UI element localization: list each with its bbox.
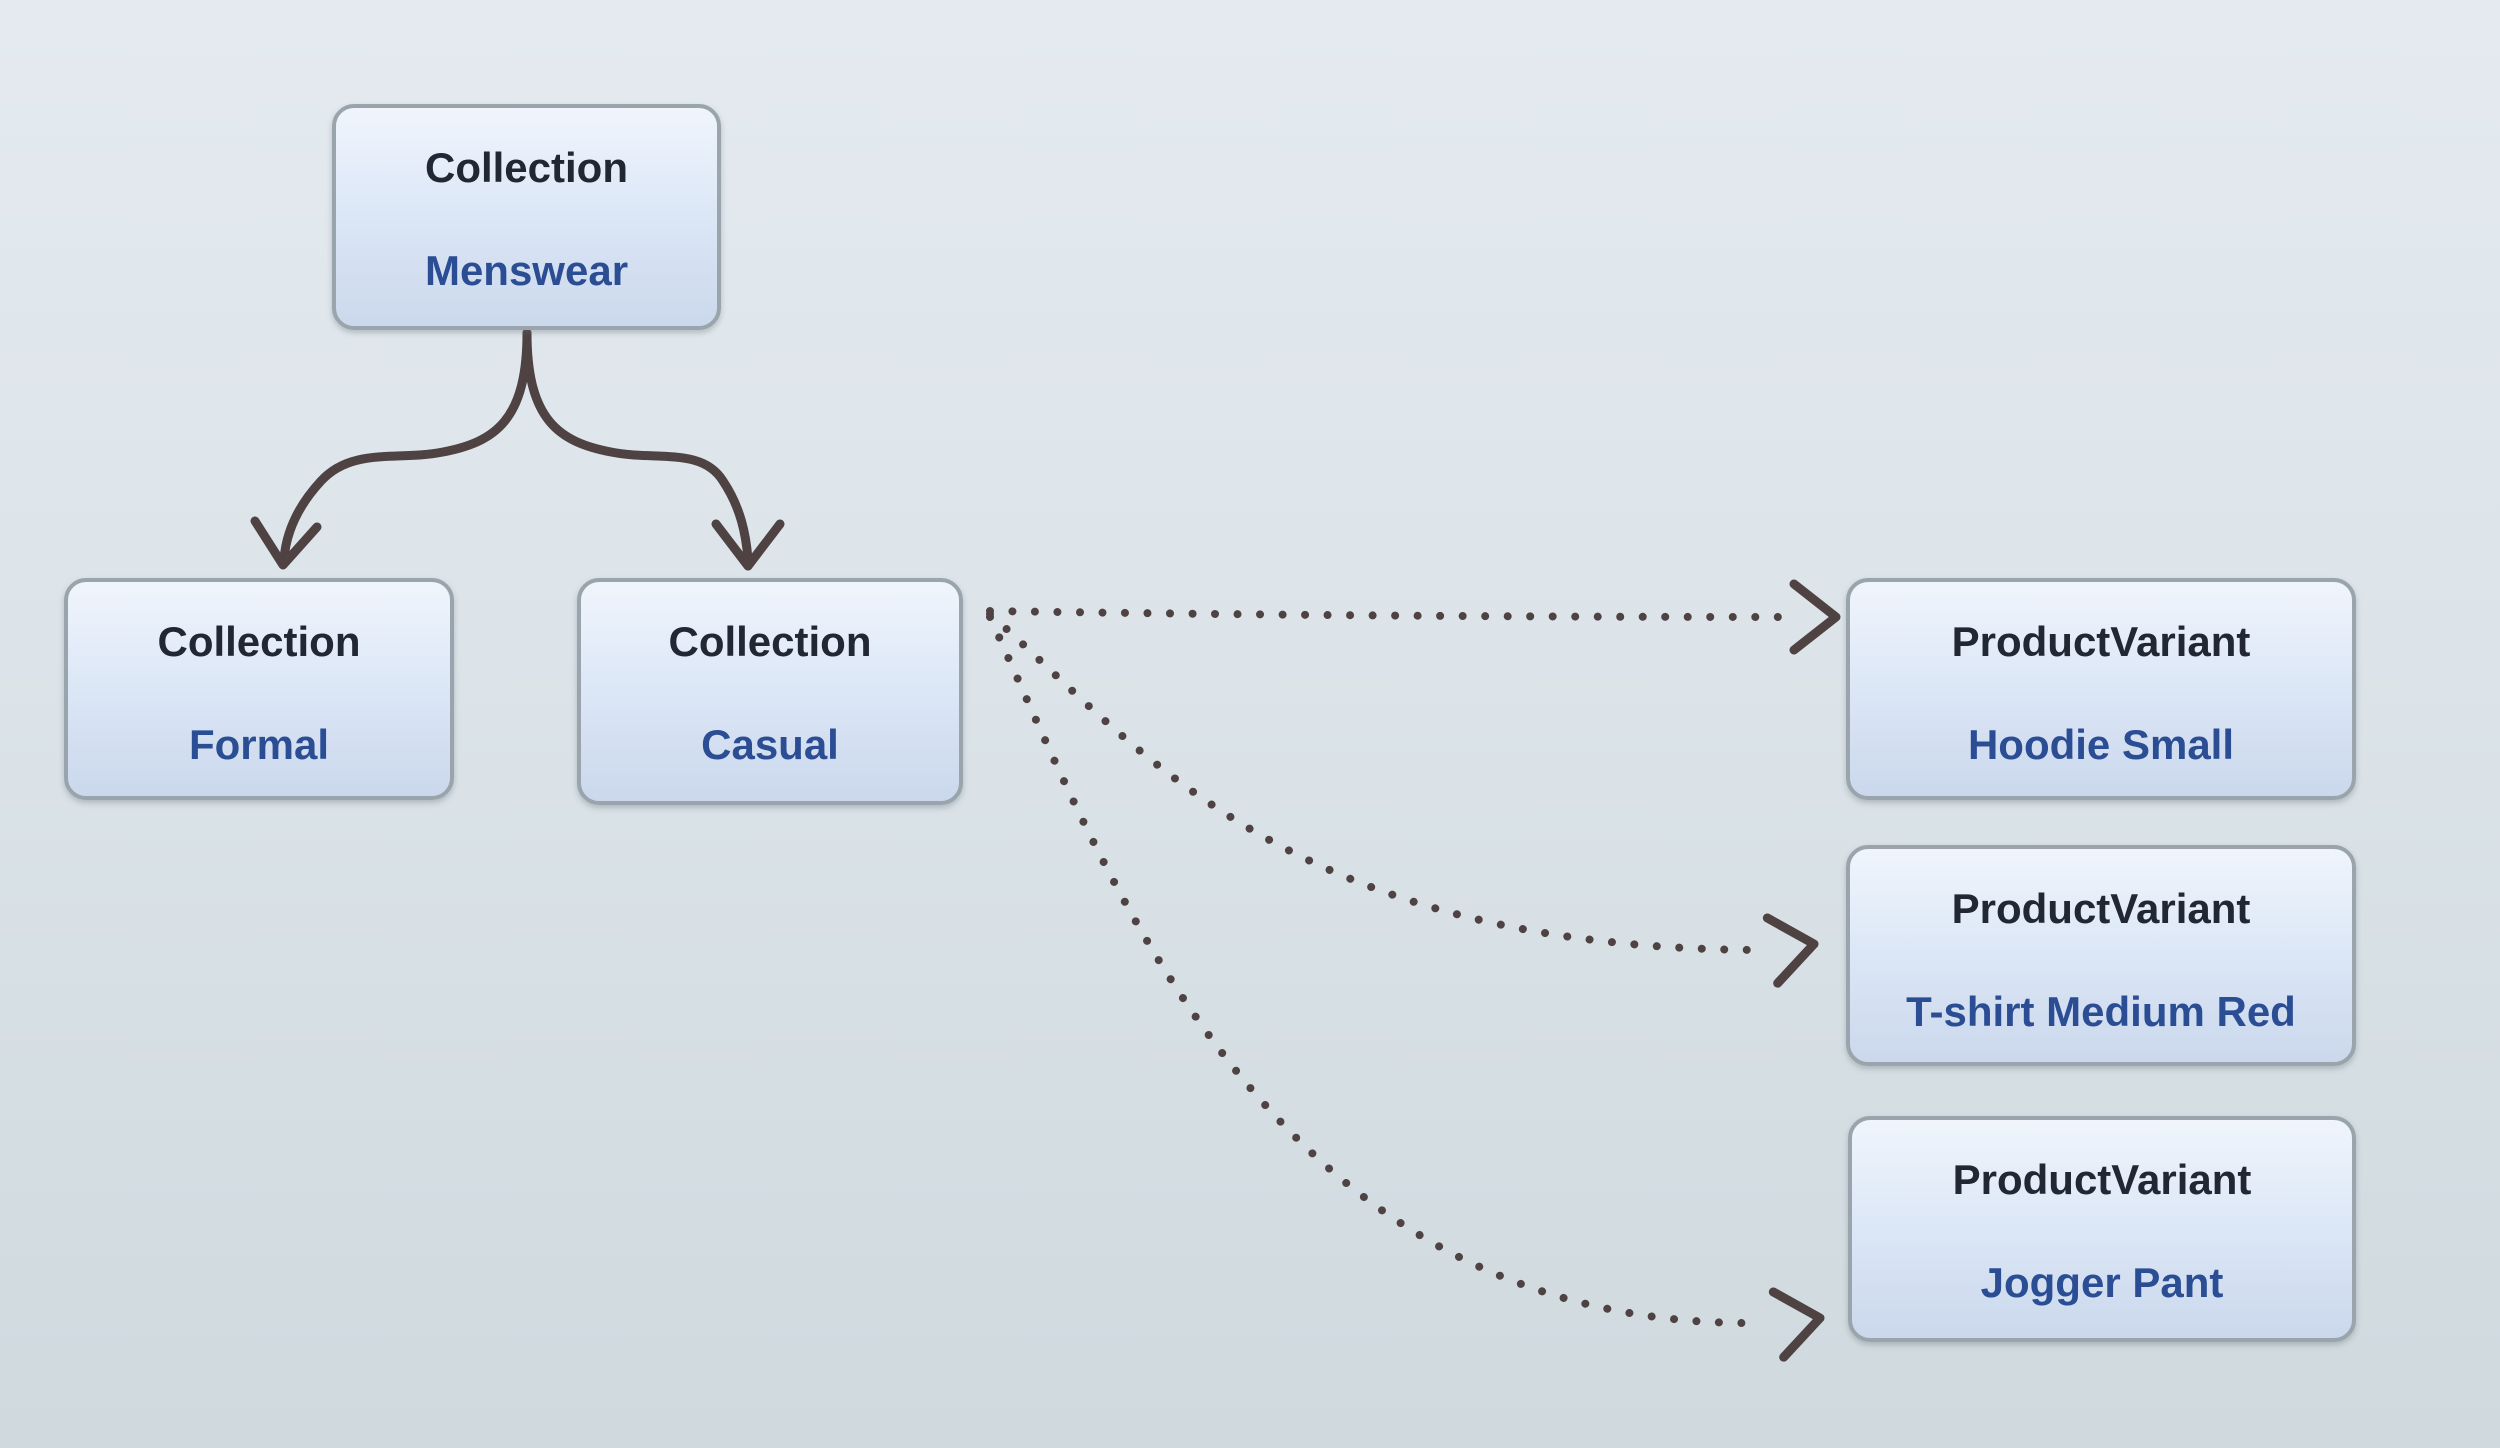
edge-menswear-casual-arrowhead <box>711 519 785 571</box>
edge-menswear-formal-arrowhead <box>250 516 322 570</box>
edge-casual-tshirt <box>986 610 1770 954</box>
edge-casual-tshirt-arrowhead <box>1762 913 1819 988</box>
node-value-label: Jogger Pant <box>1980 1259 2224 1306</box>
node-type-label: ProductVariant <box>1951 618 2251 665</box>
node-productvariant-tshirt-medium-red: ProductVariant T-shirt Medium Red <box>1846 845 2356 1066</box>
node-type-label: ProductVariant <box>1952 1156 2252 1203</box>
node-value-label: Hoodie Small <box>1967 721 2235 768</box>
edge-menswear-formal <box>279 328 532 564</box>
node-type-label: Collection <box>668 618 872 665</box>
edge-casual-hoodie-arrowhead <box>1789 579 1841 655</box>
node-collection-menswear: Collection Menswear <box>332 104 721 330</box>
edge-casual-jogger <box>986 613 1766 1328</box>
edge-casual-jogger-arrowhead <box>1768 1287 1825 1362</box>
edge-casual-hoodie <box>986 607 1794 621</box>
node-type-label: Collection <box>424 144 628 191</box>
node-productvariant-hoodie-small: ProductVariant Hoodie Small <box>1846 578 2356 800</box>
node-value-label: T-shirt Medium Red <box>1906 988 2296 1035</box>
node-collection-casual: Collection Casual <box>577 578 963 805</box>
node-collection-formal: Collection Formal <box>64 578 454 800</box>
node-value-label: Menswear <box>424 247 629 294</box>
node-value-label: Casual <box>701 721 839 768</box>
edge-menswear-casual <box>522 328 753 564</box>
node-type-label: ProductVariant <box>1951 885 2251 932</box>
node-productvariant-jogger-pant: ProductVariant Jogger Pant <box>1848 1116 2356 1342</box>
node-value-label: Formal <box>188 721 330 768</box>
node-type-label: Collection <box>157 618 361 665</box>
